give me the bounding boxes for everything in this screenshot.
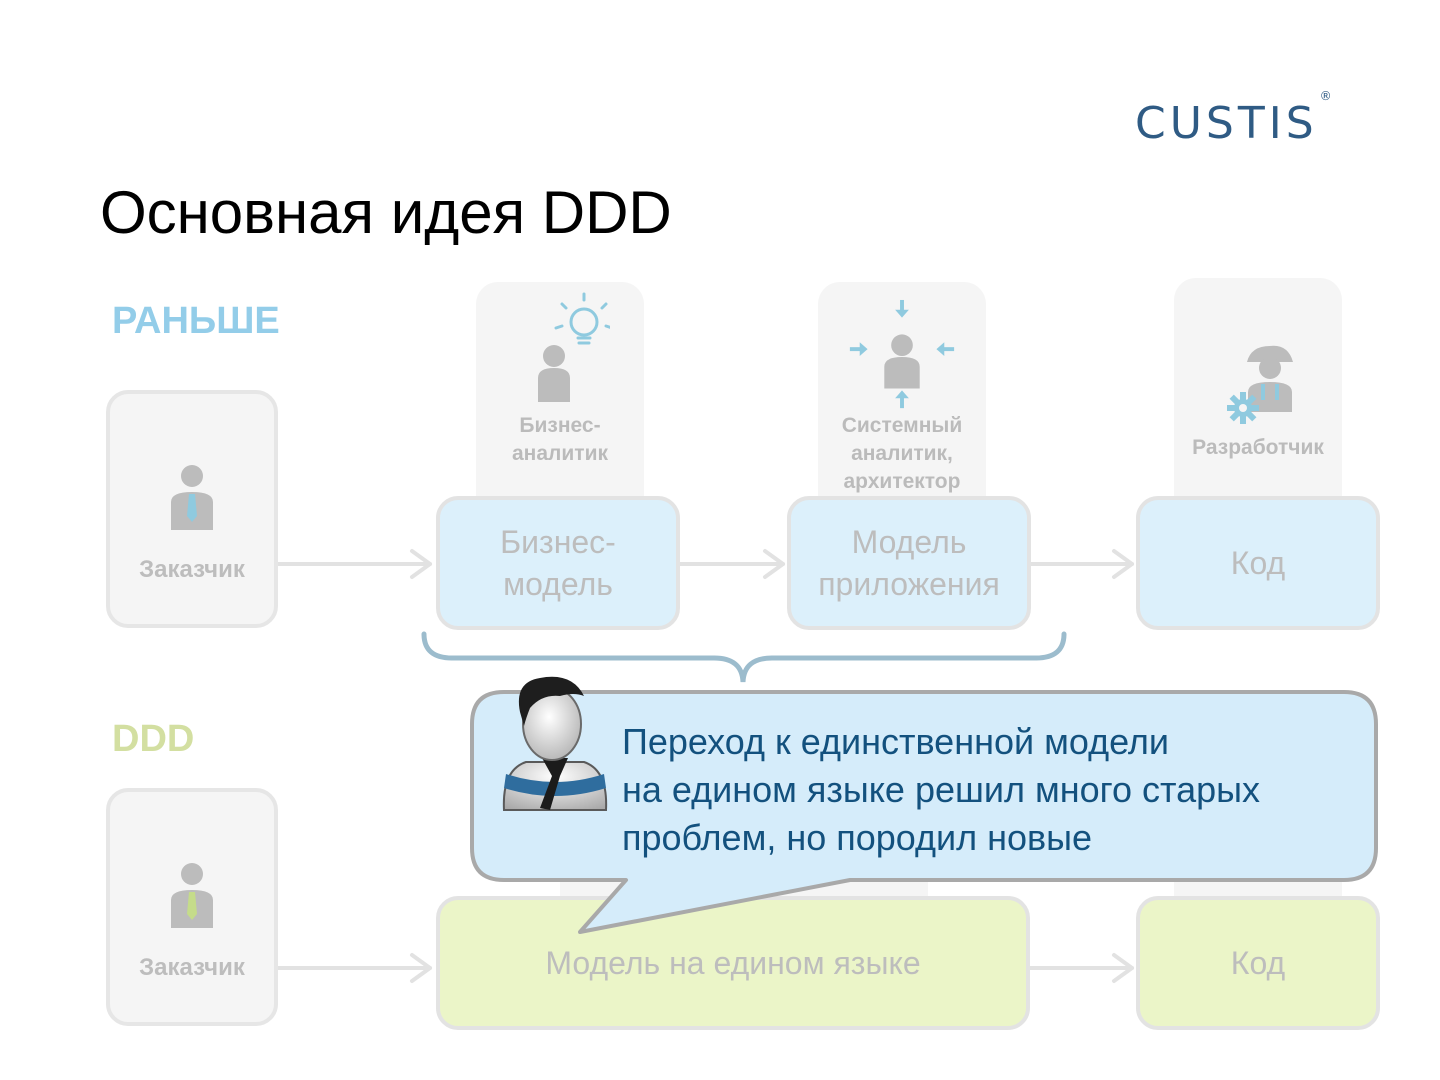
callout-line-3: проблем, но породил новые bbox=[622, 817, 1093, 858]
ddd-section-label: DDD bbox=[112, 718, 195, 760]
custis-logo: CUSTIS® bbox=[1135, 89, 1332, 149]
role-label-developer: Разработчик bbox=[1192, 436, 1324, 459]
logo-text: CUSTIS bbox=[1135, 98, 1318, 149]
client-box-before: Заказчик bbox=[106, 390, 278, 628]
developer-gear-icon bbox=[1227, 345, 1293, 424]
role-card-business-analyst: Бизнес- аналитик bbox=[476, 282, 644, 496]
speaker-avatar-icon bbox=[502, 676, 608, 811]
role-label-business-analyst: Бизнес- аналитик bbox=[512, 414, 608, 465]
client-label-ddd: Заказчик bbox=[139, 954, 245, 981]
code-label-before: Код bbox=[1230, 545, 1286, 581]
callout-line-2: на едином языке решил много старых bbox=[622, 769, 1261, 810]
app-model-label: Модель приложения bbox=[818, 524, 1000, 602]
grouping-brace bbox=[421, 631, 1067, 683]
logo-registered-mark: ® bbox=[1319, 89, 1332, 104]
callout-line-1: Переход к единственной модели bbox=[622, 721, 1170, 762]
unified-model-label: Модель на едином языке bbox=[545, 944, 921, 981]
callout-text: Переход к единственной модели на едином … bbox=[622, 718, 1362, 862]
code-box-before: Код bbox=[1136, 496, 1380, 630]
client-box-ddd: Заказчик bbox=[106, 788, 278, 1026]
role-label-system-analyst: Системный аналитик, архитектор bbox=[841, 414, 963, 493]
code-box-ddd: Код bbox=[1136, 896, 1380, 1030]
person-with-tie-icon bbox=[171, 465, 213, 530]
role-card-system-analyst: Системный аналитик, архитектор bbox=[818, 282, 986, 496]
client-label-before: Заказчик bbox=[139, 556, 245, 583]
app-model-box: Модель приложения bbox=[787, 496, 1031, 630]
business-model-box: Бизнес- модель bbox=[436, 496, 680, 630]
person-lightbulb-icon bbox=[538, 292, 610, 402]
person-arrows-icon bbox=[849, 299, 955, 409]
person-with-tie-icon bbox=[171, 863, 213, 928]
code-label-ddd: Код bbox=[1230, 944, 1286, 981]
slide-title: Основная идея DDD bbox=[100, 179, 672, 246]
before-section-label: РАНЬШЕ bbox=[112, 300, 280, 342]
role-card-developer: Разработчик bbox=[1174, 278, 1342, 496]
business-model-label: Бизнес- модель bbox=[500, 524, 616, 602]
unified-model-box: Модель на едином языке bbox=[436, 896, 1030, 1030]
